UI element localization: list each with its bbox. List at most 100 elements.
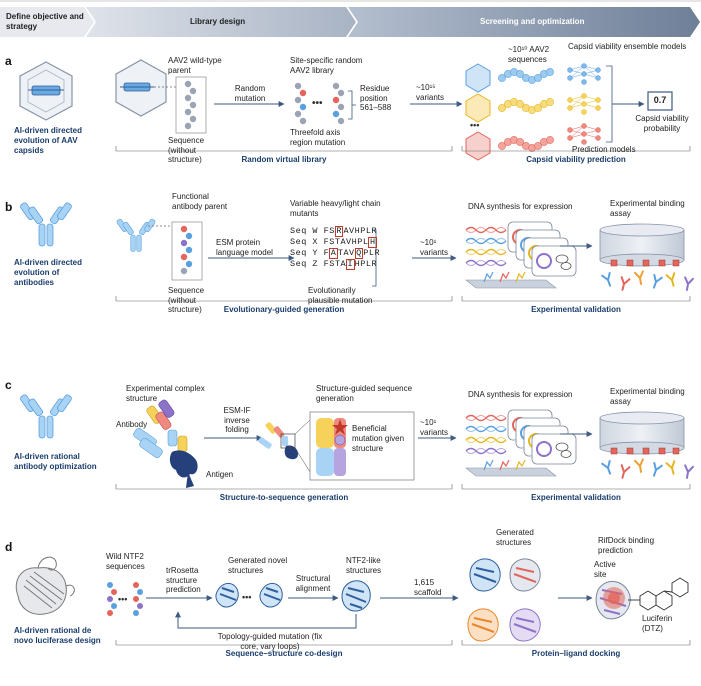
sequence-row-label: Seq Y [290,248,324,258]
antibody-small-icon [665,272,676,287]
sequence-label-a: Sequence (without structure) [168,136,205,164]
caption-d-right: Protein–ligand docking [531,649,621,658]
guided-label: Structure-guided sequence generation [316,384,413,403]
site-library-label: Site-specific random AAV2 library [290,56,363,75]
bound-strand [515,459,526,471]
capture-probe [610,259,618,267]
dna-strand [465,415,507,421]
luciferin-label: Luciferin (DTZ) [642,614,673,633]
variants-label-a: ~10¹⁵ variants [416,83,445,102]
antibody-small-icon [601,271,612,287]
antibody-icon-b [20,202,72,247]
antibody-label: Antibody [116,420,148,429]
antibody-small-icon [620,464,631,479]
residue: S [329,237,335,247]
rifdock-label: RifDock binding prediction [598,536,655,555]
header-stage1: Define objective and strategy [6,12,84,31]
sequence-beads-b [180,225,193,275]
residue: R [334,226,344,237]
cell-icon [560,450,572,458]
antibody-small-icon [665,460,676,475]
neural-net-models [567,63,601,145]
svg-text:•••: ••• [118,594,127,604]
residue: H [354,226,361,236]
residue: F [323,226,330,236]
residue: R [374,248,381,258]
aav2-wild-parent-label: AAV2 wild-type parent [168,56,222,75]
panel-d-letter: d [5,540,13,554]
esm-if-label: ESM-IF inverse folding [223,406,251,434]
dna-strand [465,238,507,244]
validation-illustration-c [465,409,694,479]
dna-label-b: DNA synthesis for expression [468,202,573,211]
capsid-parent-icon [115,59,176,117]
antibody-small-icon [652,461,663,477]
capture-probe [626,447,634,455]
luciferase-icon [15,556,75,615]
cell-icon [555,254,569,264]
panel-b-graphics [20,202,691,302]
active-site-label: Active site [594,560,616,579]
variants-label-c: ~10¹ variants [420,418,449,437]
cell-icon [560,262,572,270]
panel-a-graphics: ••• ••• [19,59,691,161]
topology-loop-arrow [175,611,357,629]
probability-value: 0.7 [653,95,667,105]
capture-probe [642,447,650,455]
bound-strand [515,271,526,283]
residue: V [349,226,355,236]
capture-probe [626,259,634,267]
residue: T [337,248,344,258]
plasmid-icon [536,253,552,269]
residue: L [362,237,369,247]
header-bar [0,7,700,37]
dna-strand [465,227,507,233]
svg-text:•••: ••• [242,592,251,602]
residue: A [340,259,347,269]
caption-c-right: Experimental validation [531,493,621,502]
topology-label: Topology-guided mutation (fix core, vary… [217,632,323,651]
complex-structure [133,399,198,488]
bracket-b [372,229,377,287]
generated-novel-label: Generated novel structures [228,556,288,575]
residue: P [363,248,369,258]
luciferin-molecule [628,577,689,611]
panel-b-title: AI-driven directed evolution of antibodi… [14,258,83,287]
residue: L [368,248,375,258]
residue: S [329,259,335,269]
header-stage2: Library design [190,17,246,26]
generated-structures-set [467,558,541,642]
mutated-chain-2 [332,82,345,125]
ensemble-models-label: Capsid viability ensemble models [568,42,687,51]
bound-strand [499,459,510,471]
residue: H [368,237,378,248]
assay-label-b: Experimental binding assay [610,199,685,218]
capture-probe [658,259,666,267]
prediction-models-label: Prediction models [572,145,636,154]
caption-bracket-a-left [115,146,453,152]
complex-structure-label: Experimental complex structure [126,384,205,403]
residue-position-label: Residue position 561–588 [360,84,392,112]
mutants-label: Variable heavy/light chain mutants [290,199,381,218]
residue: R [371,226,378,236]
dna-strand [465,437,507,443]
sequence-beads-a [184,80,197,130]
residue: H [351,237,358,247]
capture-probe [672,259,680,267]
caption-bracket-c-left [115,484,453,490]
caption-a-right: Capsid viability prediction [526,155,626,164]
bound-strand [483,459,494,471]
svg-text:•••: ••• [470,120,479,130]
ntf2-like-label: NTF2-like structures [346,556,382,575]
residue: R [371,259,378,269]
probability-label: Capsid viability probability [635,114,689,133]
capsid-icon [19,61,73,121]
assay-cylinder-top [599,223,685,237]
variants-label-b: ~10¹ variants [420,238,449,257]
caption-bracket-b-right [461,296,691,302]
capture-probe [642,259,650,267]
generated-novel-structures: ••• [215,583,283,608]
